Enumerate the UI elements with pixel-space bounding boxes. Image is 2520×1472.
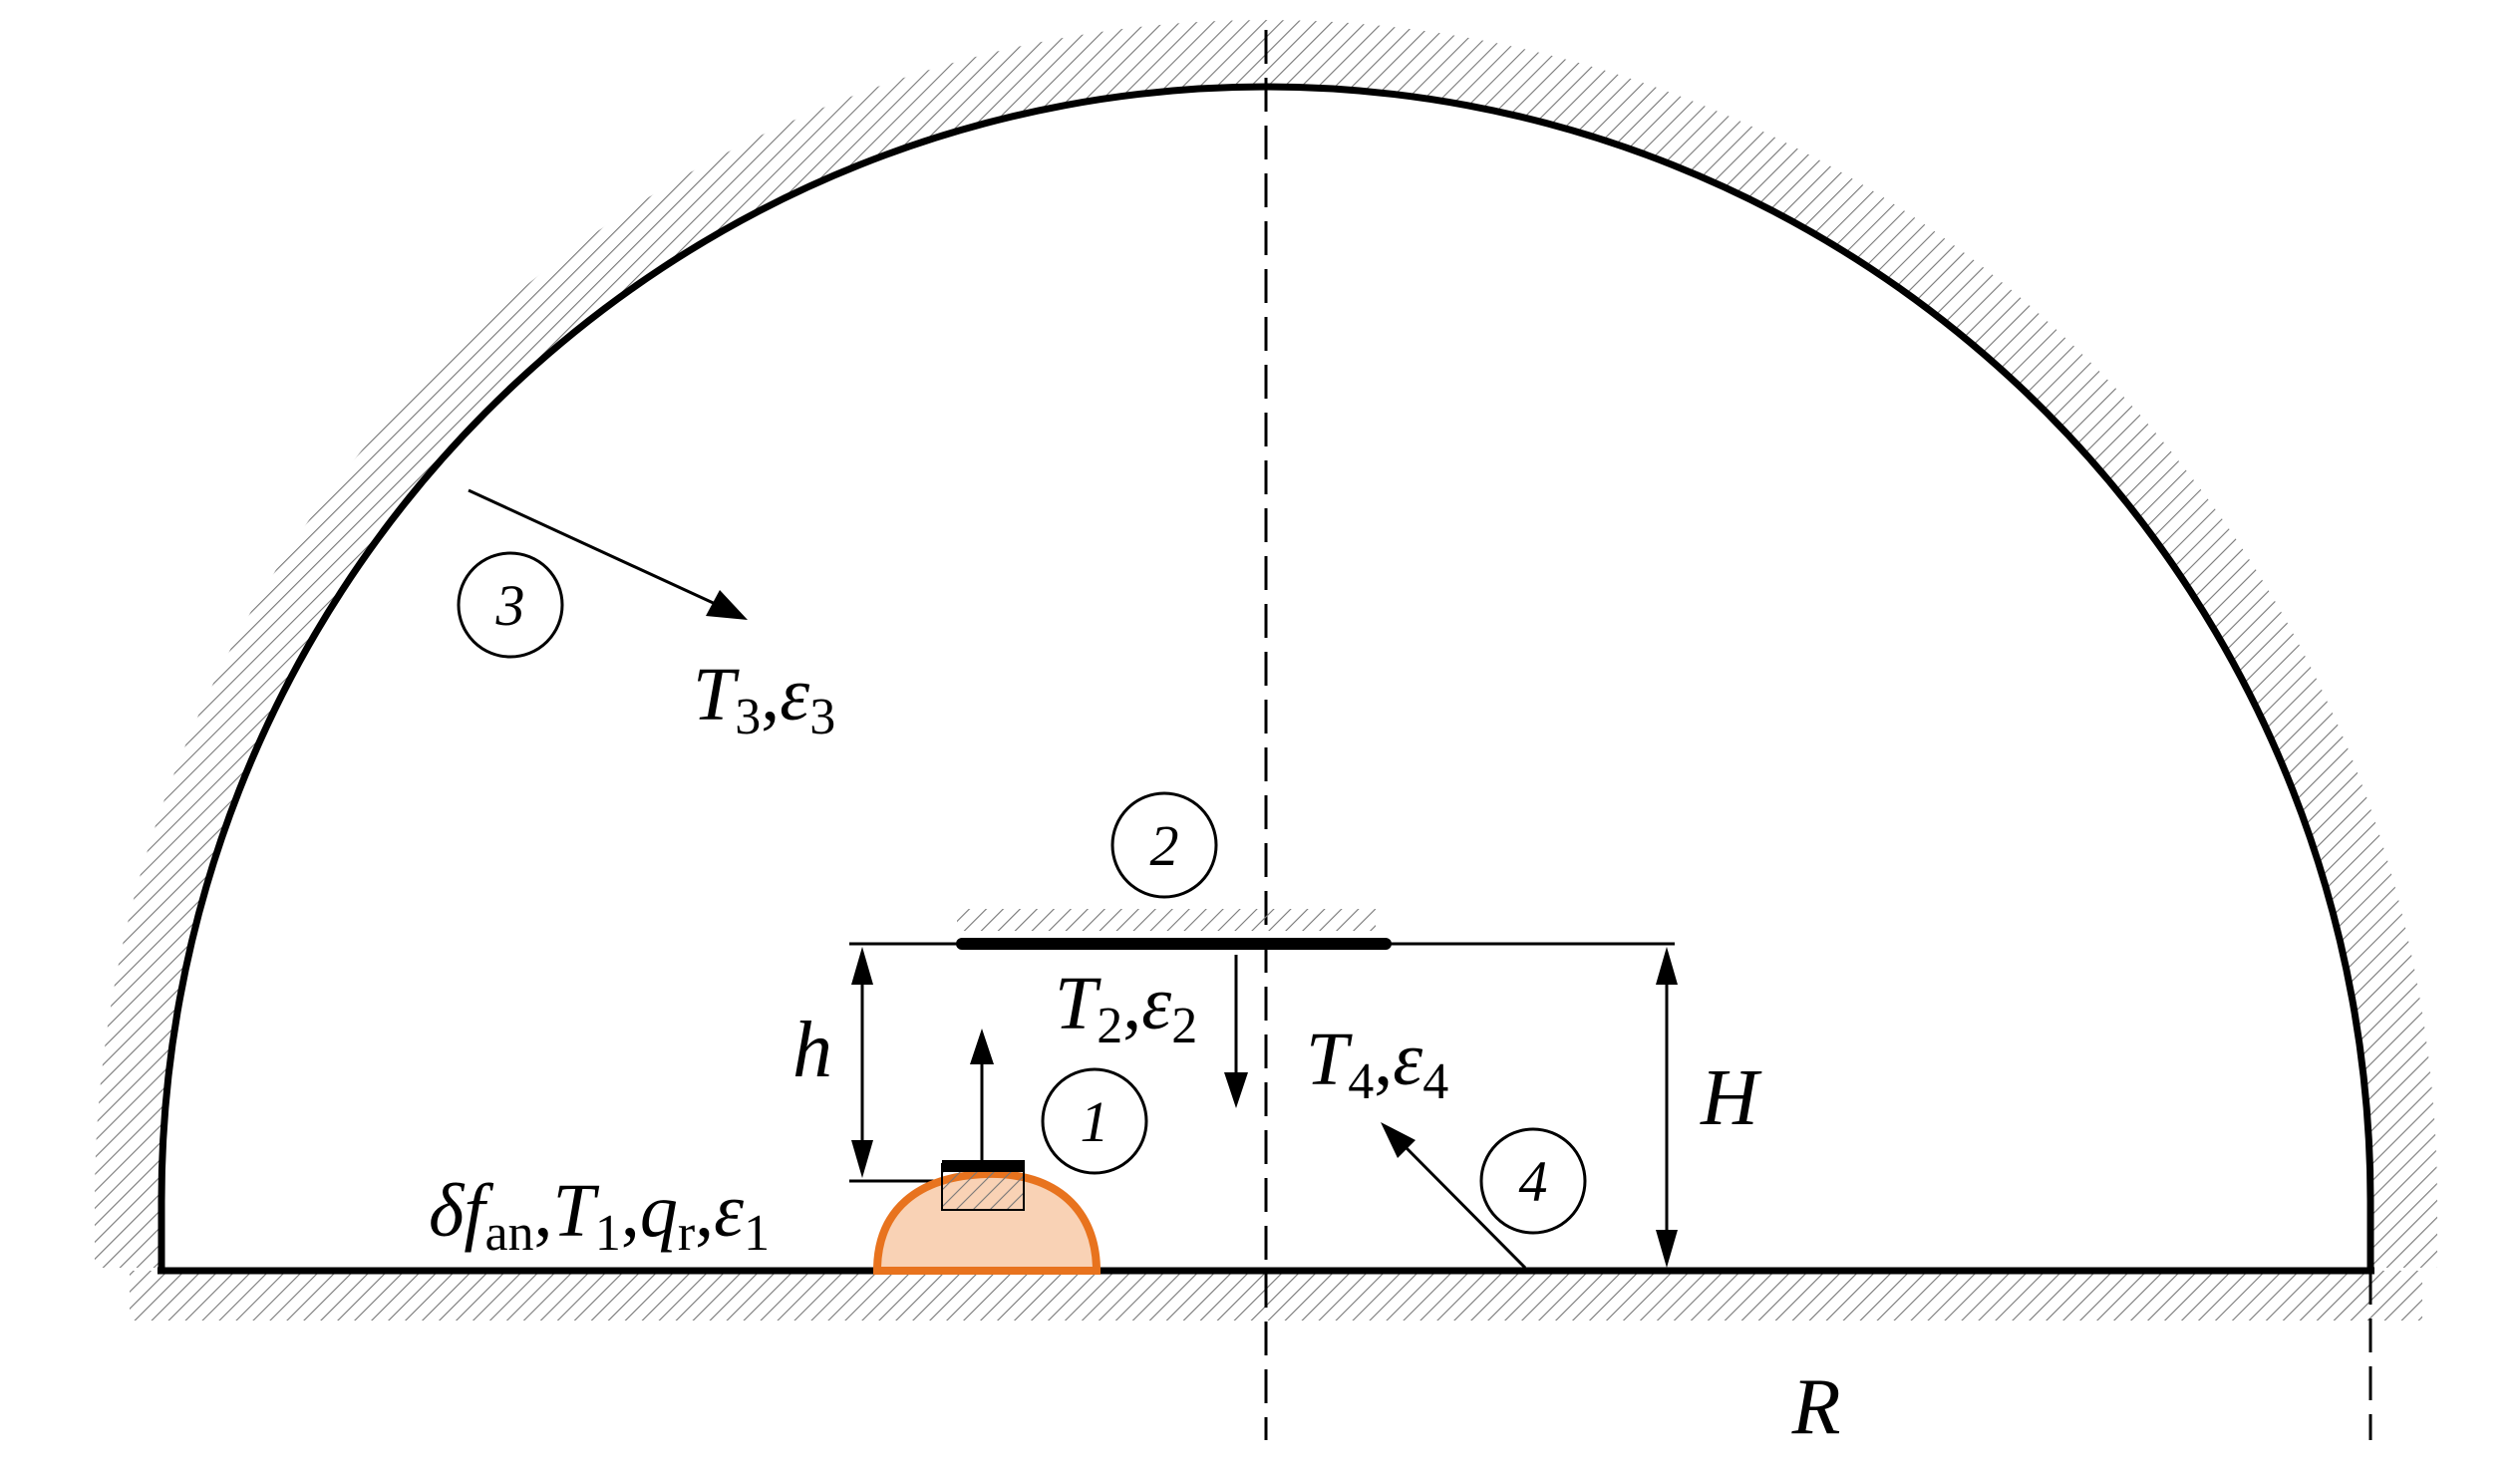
surface-3-number: 3 xyxy=(495,573,525,638)
floor-emission-arrow xyxy=(1381,1122,1527,1270)
H-dimension-arrow xyxy=(1656,947,1678,1268)
surface-2-marker: 2 xyxy=(1110,791,1218,899)
sample-parameters-label: δfan,T1,qr,ε1 xyxy=(429,1169,770,1262)
surface-1-marker: 1 xyxy=(1041,1067,1148,1175)
surface-2-label: T2,ε2 xyxy=(1055,962,1197,1054)
surface-4-number: 4 xyxy=(1519,1149,1548,1214)
R-dimension-label: R xyxy=(1791,1363,1841,1451)
dome-emission-arrow xyxy=(468,488,748,620)
sample-body xyxy=(872,1160,1102,1275)
enclosure-wall-hatching xyxy=(95,20,2437,1321)
surface-2-number: 2 xyxy=(1150,813,1179,878)
h-dimension-label: h xyxy=(792,1007,832,1094)
surface-3-marker: 3 xyxy=(457,551,564,659)
plate-hatching xyxy=(957,909,1376,931)
H-dimension-label: H xyxy=(1700,1054,1762,1142)
surface-4-label: T4,ε4 xyxy=(1306,1018,1448,1110)
surface-4-marker: 4 xyxy=(1479,1127,1587,1235)
h-dimension-arrow xyxy=(851,947,873,1178)
plate-emission-arrow xyxy=(1224,955,1248,1108)
surface-1-number: 1 xyxy=(1081,1089,1109,1154)
sample-emission-arrow xyxy=(970,1029,994,1161)
surface-3-label: T3,ε3 xyxy=(693,653,835,745)
